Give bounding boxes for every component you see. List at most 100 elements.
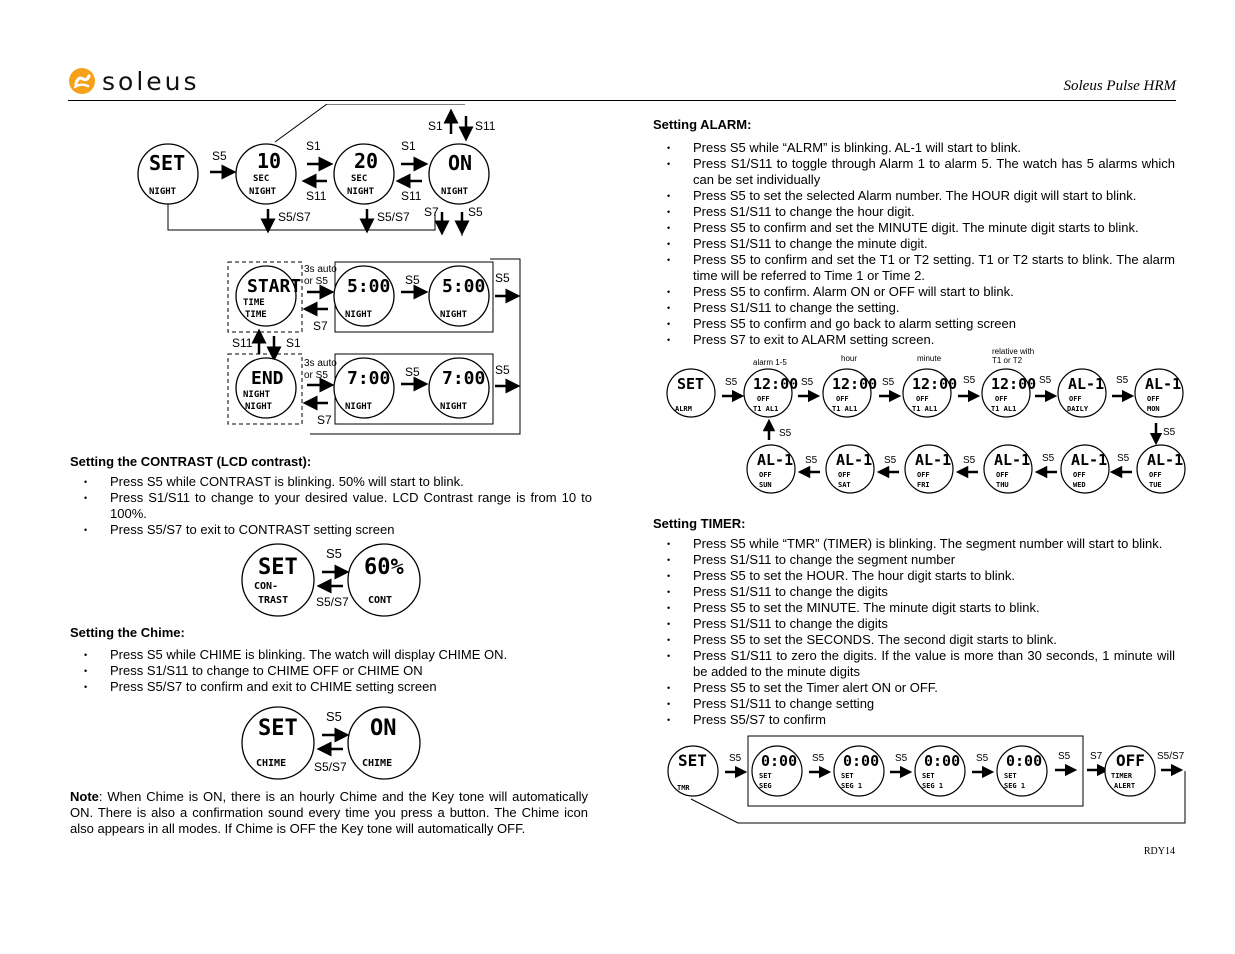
- list-item: Press S5 while “TMR” (TIMER) is blinking…: [653, 536, 1175, 552]
- alarm-watch-sat: AL-1 OFF SAT: [825, 444, 875, 494]
- svg-text:TIME: TIME: [243, 298, 265, 308]
- svg-text:S1: S1: [401, 139, 416, 153]
- svg-text:S5: S5: [1163, 427, 1176, 438]
- svg-text:CHIME: CHIME: [362, 758, 392, 769]
- svg-text:END: END: [251, 368, 284, 389]
- svg-text:S5: S5: [884, 455, 897, 466]
- svg-text:ON: ON: [370, 716, 397, 741]
- alarm-watch-daily: AL-1 OFF DAILY: [1057, 368, 1107, 418]
- list-item: Press S5 while “ALRM” is blinking. AL-1 …: [653, 140, 1175, 156]
- svg-text:CON-: CON-: [254, 581, 278, 592]
- svg-text:OFF: OFF: [1149, 471, 1162, 479]
- contrast-list: Press S5 while CONTRAST is blinking. 50%…: [70, 474, 592, 538]
- list-item: Press S1/S11 to toggle through Alarm 1 t…: [653, 156, 1175, 188]
- svg-text:T1 AL1: T1 AL1: [753, 405, 778, 413]
- list-item: Press S5 to set the SECONDS. The second …: [653, 632, 1175, 648]
- svg-text:ALERT: ALERT: [1114, 782, 1135, 790]
- svg-text:FRI: FRI: [917, 481, 930, 489]
- list-item: Press S5 to confirm and set the T1 or T2…: [653, 252, 1175, 284]
- svg-text:S5: S5: [812, 753, 825, 764]
- svg-text:NIGHT: NIGHT: [249, 187, 277, 197]
- list-item: Press S1/S11 to change to your desired v…: [70, 490, 592, 522]
- svg-text:T1 or T2: T1 or T2: [992, 356, 1023, 365]
- svg-text:S5: S5: [1039, 375, 1052, 386]
- timer-watch-seg1-hour: 0:00 SET SEG 1: [833, 745, 885, 797]
- svg-text:5:00: 5:00: [442, 276, 485, 297]
- svg-text:AL-1: AL-1: [994, 451, 1030, 469]
- svg-text:S5: S5: [805, 455, 818, 466]
- svg-text:0:00: 0:00: [843, 752, 879, 770]
- svg-text:SUN: SUN: [759, 481, 772, 489]
- soleus-logo: soleus: [68, 66, 200, 96]
- svg-text:AL-1: AL-1: [1145, 375, 1181, 393]
- svg-text:NIGHT: NIGHT: [245, 402, 273, 412]
- timer-title: Setting TIMER:: [653, 516, 746, 531]
- svg-text:S5/S7: S5/S7: [314, 760, 347, 774]
- svg-text:S5: S5: [1058, 751, 1071, 762]
- watch-on-night: ON NIGHT: [428, 143, 490, 205]
- svg-text:SEC: SEC: [253, 174, 269, 184]
- svg-text:7:00: 7:00: [442, 368, 485, 389]
- svg-text:S1: S1: [306, 139, 321, 153]
- svg-text:alarm 1-5: alarm 1-5: [753, 358, 787, 367]
- list-item: Press S5 while CHIME is blinking. The wa…: [70, 647, 592, 663]
- list-item: Press S5 to set the selected Alarm numbe…: [653, 188, 1175, 204]
- svg-text:SET: SET: [258, 716, 298, 741]
- logo-text: soleus: [102, 66, 200, 96]
- chime-diagram: SET CHIME S5 S5/S7 ON CHIME: [241, 706, 421, 780]
- note-text: : When Chime is ON, there is an hourly C…: [70, 789, 588, 836]
- svg-text:S7: S7: [1090, 751, 1103, 762]
- svg-text:12:00: 12:00: [912, 375, 957, 393]
- list-item: Press S5 to set the HOUR. The hour digit…: [653, 568, 1175, 584]
- svg-text:OFF: OFF: [1069, 395, 1082, 403]
- watch-700-b: 7:00 NIGHT: [428, 357, 490, 419]
- svg-text:S5: S5: [1042, 453, 1055, 464]
- svg-text:3s auto: 3s auto: [304, 358, 337, 369]
- svg-text:S5: S5: [495, 271, 510, 285]
- alarm-list: Press S5 while “ALRM” is blinking. AL-1 …: [653, 140, 1175, 348]
- alarm-diagram: alarm 1-5 hour minute relative with T1 o…: [666, 347, 1186, 494]
- svg-text:S5: S5: [1117, 453, 1130, 464]
- svg-text:THU: THU: [996, 481, 1009, 489]
- svg-text:TRAST: TRAST: [258, 595, 288, 606]
- svg-text:S5: S5: [779, 428, 792, 439]
- alarm-watch-1200-b: 12:00 OFF T1 AL1: [822, 368, 877, 418]
- list-item: Press S5 to set the MINUTE. The minute d…: [653, 600, 1175, 616]
- list-item: Press S1/S11 to change the minute digit.: [653, 236, 1175, 252]
- timer-diagram: SET TMR S5 0:00 SET SEG S5 0:00 SET SEG …: [667, 735, 1186, 824]
- svg-text:ON: ON: [448, 151, 472, 175]
- svg-text:TIMER: TIMER: [1111, 772, 1133, 780]
- list-item: Press S1/S11 to change the hour digit.: [653, 204, 1175, 220]
- svg-text:or S5: or S5: [304, 370, 328, 381]
- svg-text:NIGHT: NIGHT: [345, 402, 373, 412]
- alarm-watch-1200-a: 12:00 OFF T1 AL1: [743, 368, 798, 418]
- svg-text:NIGHT: NIGHT: [345, 310, 373, 320]
- svg-text:3s auto: 3s auto: [304, 264, 337, 275]
- chime-list: Press S5 while CHIME is blinking. The wa…: [70, 647, 592, 695]
- svg-text:S11: S11: [232, 336, 253, 350]
- timer-watch-alert: OFF TIMER ALERT: [1104, 745, 1156, 797]
- svg-text:S5: S5: [895, 753, 908, 764]
- svg-text:OFF: OFF: [917, 471, 930, 479]
- svg-text:AL-1: AL-1: [1147, 451, 1183, 469]
- svg-text:or S5: or S5: [304, 276, 328, 287]
- watch-set-night: SET NIGHT: [137, 143, 199, 205]
- list-item: Press S1/S11 to zero the digits. If the …: [653, 648, 1175, 680]
- timer-watch-seg: 0:00 SET SEG: [751, 745, 803, 797]
- svg-text:S7: S7: [313, 319, 328, 333]
- svg-text:TIME: TIME: [245, 310, 267, 320]
- svg-text:SEG 1: SEG 1: [1004, 782, 1025, 790]
- svg-text:SET: SET: [258, 555, 298, 580]
- svg-text:S5: S5: [495, 363, 510, 377]
- svg-text:OFF: OFF: [916, 395, 929, 403]
- alarm-watch-mon: AL-1 OFF MON: [1134, 368, 1184, 418]
- svg-text:NIGHT: NIGHT: [243, 390, 271, 400]
- svg-text:T1 AL1: T1 AL1: [991, 405, 1016, 413]
- timer-watch-set: SET TMR: [667, 745, 719, 797]
- svg-text:OFF: OFF: [1147, 395, 1160, 403]
- svg-text:S11: S11: [306, 189, 327, 203]
- list-item: Press S5 to confirm and go back to alarm…: [653, 316, 1175, 332]
- svg-text:S7: S7: [317, 413, 332, 427]
- svg-text:T1 AL1: T1 AL1: [832, 405, 857, 413]
- svg-text:S11: S11: [475, 119, 496, 133]
